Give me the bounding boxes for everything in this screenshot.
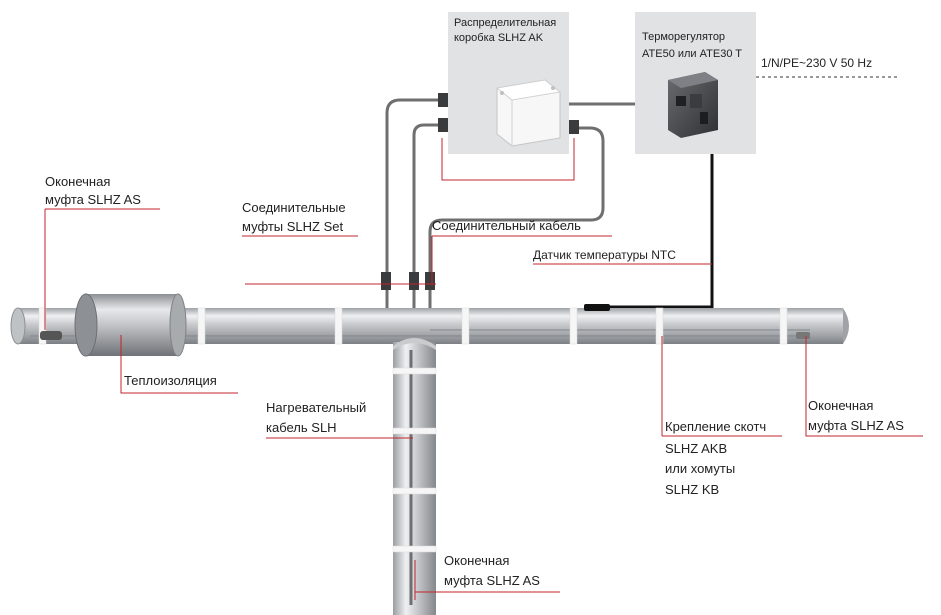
tape-bands-vertical bbox=[392, 367, 437, 553]
thermostat-label-2: ATE50 или ATE30 T bbox=[642, 48, 742, 60]
end-sleeve-right-label-2: муфта SLHZ AS bbox=[808, 418, 904, 433]
sensor-marker bbox=[584, 304, 610, 311]
fastening-label-2: SLHZ AKB bbox=[665, 441, 727, 456]
end-sleeve-left-label-1: Оконечная bbox=[45, 174, 110, 189]
connection-sleeves-label-2: муфты SLHZ Set bbox=[242, 219, 344, 234]
thermostat-icon bbox=[668, 72, 718, 138]
connection-cable-label: Соединительный кабель bbox=[432, 218, 581, 233]
leader-lines bbox=[44, 208, 923, 600]
end-sleeve-bottom-label-2: муфта SLHZ AS bbox=[444, 573, 540, 588]
fastening-label-1: Крепление скотч bbox=[665, 419, 766, 434]
box-red-loop bbox=[441, 138, 575, 181]
box-connectors bbox=[438, 93, 579, 134]
fastening-label-4: SLHZ KB bbox=[665, 482, 719, 497]
pipe-connectors bbox=[381, 272, 435, 290]
end-sleeve-left-label-2: муфта SLHZ AS bbox=[45, 192, 141, 207]
insulation-cylinder bbox=[74, 293, 187, 357]
end-sleeve-right-label-1: Оконечная bbox=[808, 398, 873, 413]
sensor-label: Датчик температуры NTC bbox=[533, 248, 676, 262]
junction-box-label-2: коробка SLHZ AK bbox=[454, 32, 544, 44]
end-sleeve-bottom-label-1: Оконечная bbox=[444, 553, 509, 568]
sensor-wire bbox=[592, 154, 714, 309]
end-sleeve-left-marker bbox=[40, 331, 62, 340]
junction-box-label-1: Распределительная bbox=[454, 17, 556, 29]
end-sleeve-right-marker bbox=[796, 332, 810, 339]
heating-cable-label-1: Нагревательный bbox=[266, 400, 366, 415]
tape-bands-horizontal bbox=[38, 307, 788, 345]
heating-cable-label-2: кабель SLH bbox=[266, 420, 337, 435]
insulation-label: Теплоизоляция bbox=[124, 373, 217, 388]
power-label: 1/N/PE~230 V 50 Hz bbox=[761, 56, 872, 70]
junction-box-icon bbox=[495, 79, 562, 147]
connection-sleeves-label-1: Соединительные bbox=[242, 200, 346, 215]
thermostat-label-1: Терморегулятор bbox=[642, 31, 725, 43]
fastening-label-3: или хомуты bbox=[665, 461, 735, 476]
